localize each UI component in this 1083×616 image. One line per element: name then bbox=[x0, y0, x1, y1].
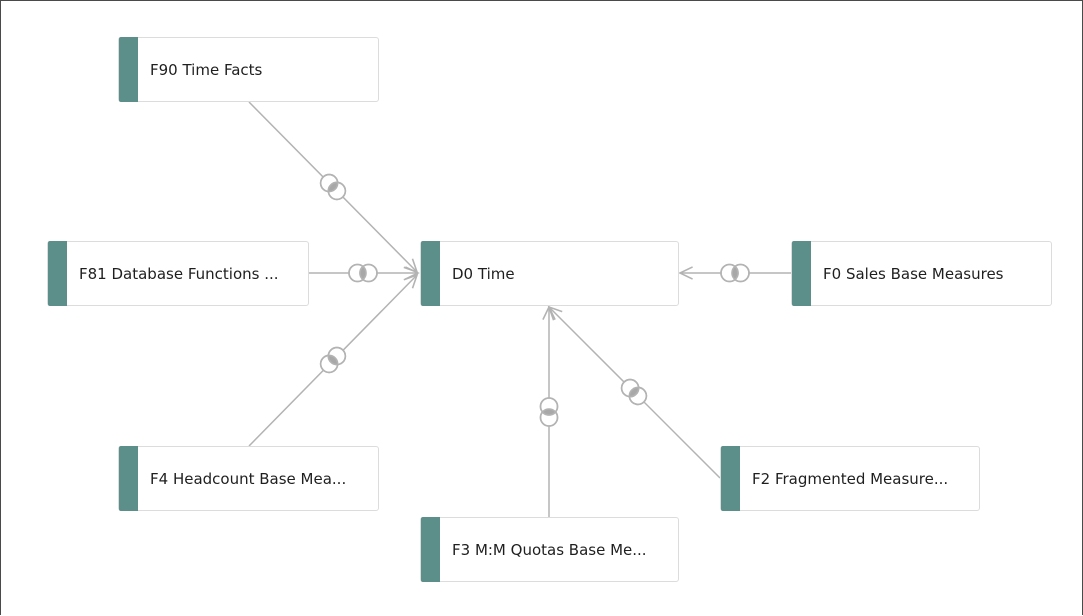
table-node-f4-headcount-base-measures[interactable]: F4 Headcount Base Mea... bbox=[118, 446, 379, 511]
table-accent-bar bbox=[721, 446, 740, 511]
inner-join-icon[interactable] bbox=[539, 397, 559, 427]
join-connector-f81[interactable] bbox=[309, 263, 420, 283]
table-node-f90-time-facts[interactable]: F90 Time Facts bbox=[118, 37, 379, 102]
join-connector-f2[interactable] bbox=[547, 305, 721, 479]
inner-join-icon[interactable] bbox=[620, 378, 648, 406]
table-node-f3-mm-quotas-base-measures[interactable]: F3 M:M Quotas Base Me... bbox=[420, 517, 679, 582]
arrowhead-icon bbox=[547, 305, 563, 321]
table-node-d0-time[interactable]: D0 Time bbox=[420, 241, 679, 306]
table-accent-bar bbox=[119, 446, 138, 511]
inner-join-icon[interactable] bbox=[319, 173, 347, 201]
table-node-label: F3 M:M Quotas Base Me... bbox=[452, 540, 647, 559]
inner-join-icon[interactable] bbox=[348, 263, 378, 283]
table-node-label: F2 Fragmented Measure... bbox=[752, 469, 949, 488]
table-node-label: F0 Sales Base Measures bbox=[823, 264, 1004, 283]
table-node-f0-sales-base-measures[interactable]: F0 Sales Base Measures bbox=[791, 241, 1052, 306]
join-connector-f0[interactable] bbox=[678, 263, 791, 283]
table-accent-bar bbox=[48, 241, 67, 306]
table-node-label: F90 Time Facts bbox=[150, 60, 263, 79]
join-connector-f90[interactable] bbox=[248, 101, 419, 274]
arrowhead-icon bbox=[678, 266, 693, 280]
table-accent-bar bbox=[792, 241, 811, 306]
table-node-label: F4 Headcount Base Mea... bbox=[150, 469, 347, 488]
table-node-label: F81 Database Functions ... bbox=[79, 264, 279, 283]
table-accent-bar bbox=[119, 37, 138, 102]
table-accent-bar bbox=[421, 517, 440, 582]
arrowhead-icon bbox=[403, 273, 419, 289]
table-node-label: D0 Time bbox=[452, 264, 515, 283]
inner-join-icon[interactable] bbox=[319, 346, 347, 374]
table-node-f2-fragmented-measures[interactable]: F2 Fragmented Measure... bbox=[720, 446, 980, 511]
table-accent-bar bbox=[421, 241, 440, 306]
join-connector-f3[interactable] bbox=[539, 305, 559, 517]
join-connector-f4[interactable] bbox=[248, 273, 419, 447]
table-node-f81-database-functions[interactable]: F81 Database Functions ... bbox=[47, 241, 309, 306]
inner-join-icon[interactable] bbox=[720, 263, 750, 283]
